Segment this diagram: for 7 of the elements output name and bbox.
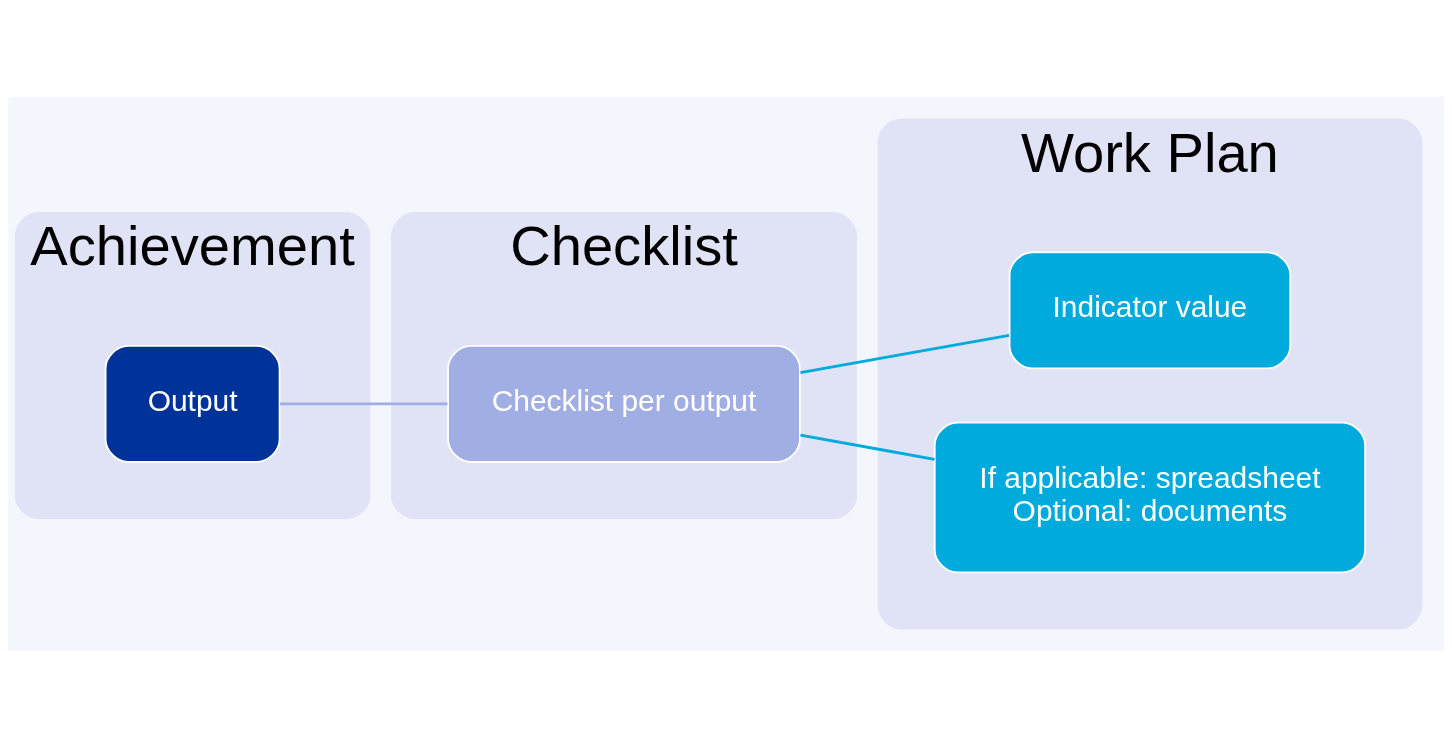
connector	[279, 402, 448, 405]
connector	[800, 333, 1010, 374]
connector	[800, 433, 935, 461]
node-box: If applicable: spreadsheet Optional: documents	[933, 421, 1367, 573]
node-box: Checklist per output	[447, 344, 801, 463]
node-box: Output	[104, 344, 281, 463]
node-box: Indicator value	[1008, 250, 1292, 369]
